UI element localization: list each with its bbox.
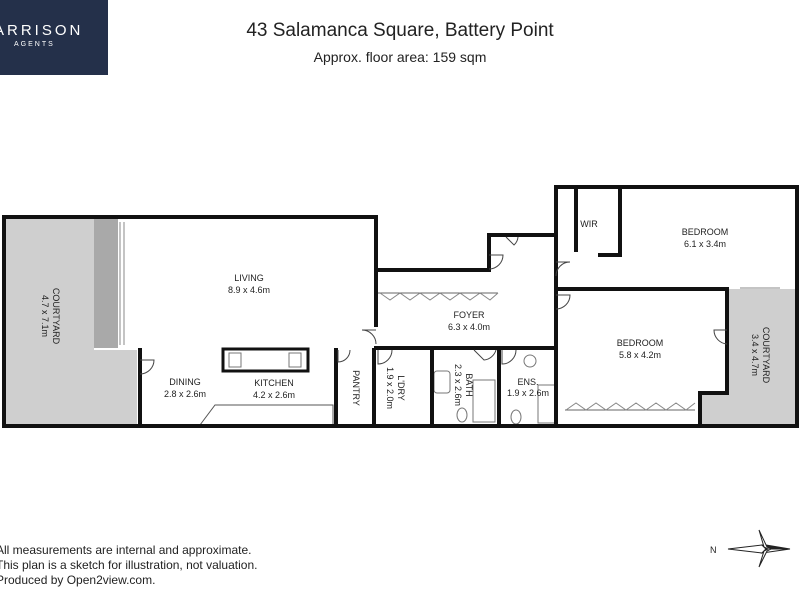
courtyard-right-area xyxy=(700,289,797,426)
courtyard-left-covered xyxy=(94,218,118,348)
door-swing xyxy=(361,329,377,345)
ensuite-basin xyxy=(523,354,537,368)
room-pantry-name: PANTRY xyxy=(351,370,361,406)
agency-logo-tagline: AGENTS xyxy=(14,41,55,48)
room-kitchen-size: 4.2 x 2.6m xyxy=(253,390,295,400)
room-bedroom1-name: BEDROOM xyxy=(682,227,729,237)
room-foyer-size: 6.3 x 4.0m xyxy=(448,322,490,332)
room-dining-name: DINING xyxy=(169,377,201,387)
door-swing xyxy=(555,294,571,310)
door-swing xyxy=(713,329,728,345)
room-laundry-name: L'DRY xyxy=(396,375,406,401)
door-swing xyxy=(488,254,504,270)
room-courtyard-right-size: 3.4 x 4.7m xyxy=(750,334,760,376)
door-swing xyxy=(555,261,571,277)
foyer-cupboard-doors xyxy=(379,292,499,301)
door-swing xyxy=(505,236,519,246)
courtyard-left-area xyxy=(4,217,137,426)
room-courtyard-right-name: COURTYARD xyxy=(761,327,771,384)
room-bedroom2-name: BEDROOM xyxy=(617,338,664,348)
door-swing xyxy=(377,349,393,365)
door-swing xyxy=(139,359,155,375)
island-stool xyxy=(288,352,302,368)
room-bath-size: 2.3 x 2.6m xyxy=(453,364,463,406)
door-swing xyxy=(501,349,517,365)
room-courtyard-left-name: COURTYARD xyxy=(51,288,61,345)
agency-logo-name: ARRISON xyxy=(0,22,84,39)
room-ensuite-size: 1.9 x 2.6m xyxy=(507,388,549,398)
disclaimer: All measurements are internal and approx… xyxy=(0,543,257,588)
room-living-size: 8.9 x 4.6m xyxy=(228,285,270,295)
room-ensuite-name: ENS. xyxy=(517,377,538,387)
door-swing xyxy=(473,349,497,361)
disclaimer-line: All measurements are internal and approx… xyxy=(0,543,252,557)
room-kitchen-name: KITCHEN xyxy=(254,378,294,388)
kitchen-island xyxy=(221,347,310,373)
compass-north-label: N xyxy=(710,545,717,555)
room-living-name: LIVING xyxy=(234,273,264,283)
room-bedroom2-size: 5.8 x 4.2m xyxy=(619,350,661,360)
bedroom-wardrobe-doors xyxy=(565,402,696,411)
disclaimer-line: This plan is a sketch for illustration, … xyxy=(0,558,258,572)
room-dining-size: 2.8 x 2.6m xyxy=(164,389,206,399)
outer-wall-west xyxy=(2,185,799,291)
room-foyer-name: FOYER xyxy=(453,310,485,320)
disclaimer-line: Produced by Open2view.com. xyxy=(0,573,156,587)
island-stool xyxy=(228,352,242,368)
room-laundry-size: 1.9 x 2.0m xyxy=(385,367,395,409)
bath-toilet xyxy=(456,407,468,423)
door-swing xyxy=(337,349,351,363)
page-title: 43 Salamanca Square, Battery Point xyxy=(246,20,554,41)
bath-vanity xyxy=(472,379,496,423)
room-bedroom1-size: 6.1 x 3.4m xyxy=(684,239,726,249)
floor-area: Approx. floor area: 159 sqm xyxy=(313,49,487,65)
room-bath-name: BATH xyxy=(464,373,474,396)
outer-wall-south xyxy=(2,215,799,428)
agency-logo: ARRISON AGENTS xyxy=(0,0,108,75)
room-wir-name: WIR xyxy=(580,219,598,229)
room-courtyard-left-size: 4.7 x 7.1m xyxy=(40,295,50,337)
